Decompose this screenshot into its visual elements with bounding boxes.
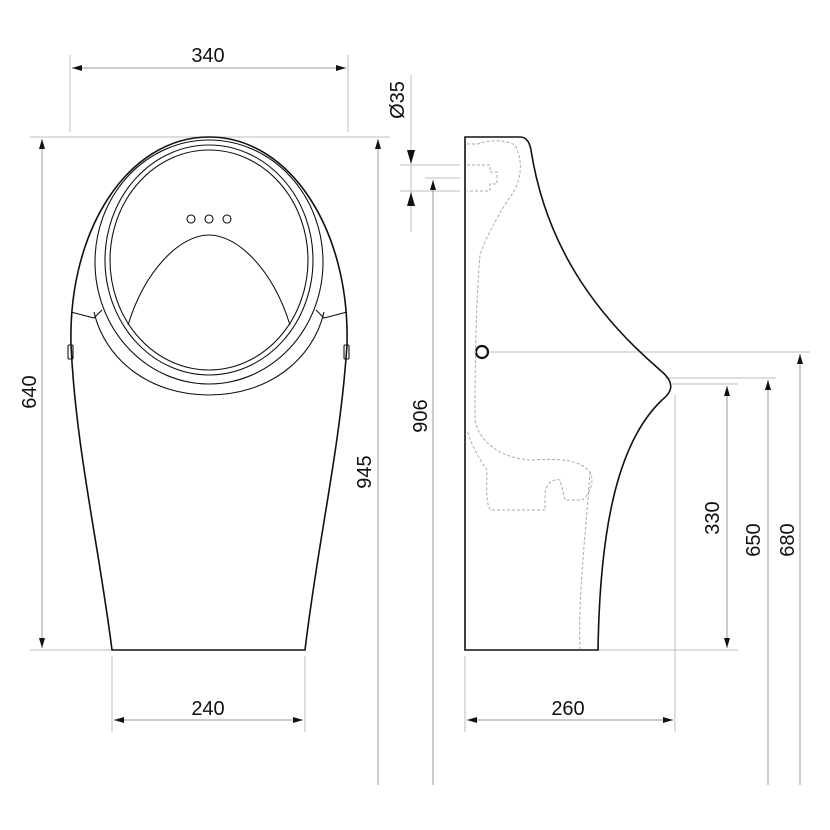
dimension-water-inlet-height: 680 [777,354,803,785]
fixing-right [343,344,350,360]
dimension-width-bottom: 240 [114,698,303,723]
dimension-inlet-height: 906 [410,180,436,785]
dimension-label-260: 260 [551,698,584,720]
dimension-label-945: 945 [354,455,376,488]
dimension-label-diameter-35: Ø35 [387,81,409,119]
urinal-side-outline [464,136,672,651]
dimension-width-top: 340 [72,45,346,71]
dimension-depth: 260 [467,698,673,723]
dimension-rim-height: 650 [743,380,771,785]
dimension-label-330: 330 [702,501,724,534]
water-inlet-icon [474,344,490,360]
dimension-label-906: 906 [410,399,432,432]
dimension-height-body: 640 [19,139,45,648]
dimension-label-640: 640 [19,375,41,408]
dimension-label-340: 340 [191,45,224,67]
fixing-left [67,344,74,360]
hidden-internal-profile [466,140,593,511]
side-view: Ø35 906 680 650 330 260 [387,75,810,785]
dimension-label-240: 240 [191,698,224,720]
dimension-height-total: 945 [354,139,381,785]
dimension-label-650: 650 [743,523,765,556]
front-view: 340 640 945 240 [19,45,390,785]
dimension-label-680: 680 [777,523,799,556]
dimension-outlet-height: 330 [702,386,730,648]
spray-holes [186,214,232,224]
bowl-inner [127,234,291,326]
urinal-front-outline [70,136,348,651]
